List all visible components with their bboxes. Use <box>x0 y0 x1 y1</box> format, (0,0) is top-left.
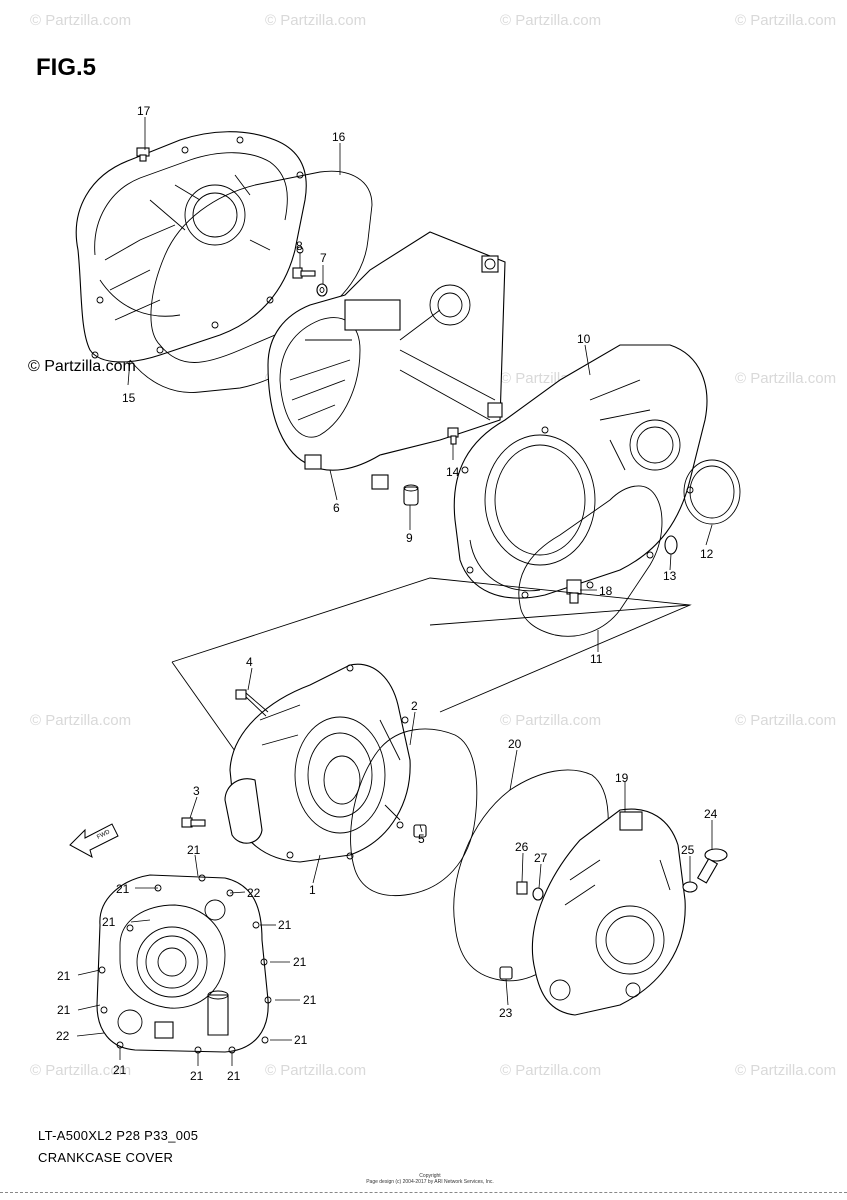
generator-cover-gasket[interactable] <box>453 769 609 982</box>
plug[interactable] <box>566 579 582 604</box>
watermark: © Partzilla.com <box>500 712 602 729</box>
watermark: © Partzilla.com <box>500 12 602 29</box>
watermark: © Partzilla.com <box>500 1062 602 1079</box>
left-crankcase-cover[interactable] <box>224 663 411 863</box>
watermark: © Partzilla.com <box>735 370 837 387</box>
divider <box>0 1192 847 1193</box>
callout-18: 18 <box>599 584 613 598</box>
callout-21: 21 <box>116 882 130 896</box>
callout-22: 22 <box>56 1029 70 1043</box>
washer[interactable] <box>316 283 328 297</box>
model-code: LT-A500XL2 P28 P33_005 <box>38 1128 199 1143</box>
callout-21: 21 <box>57 1003 71 1017</box>
copyright-line: Page design (c) 2004-2017 by ARI Network… <box>366 1179 494 1185</box>
callout-9: 9 <box>406 531 413 545</box>
callout-12: 12 <box>700 547 714 561</box>
dowel-pin[interactable] <box>403 484 419 506</box>
callout-21: 21 <box>227 1069 241 1083</box>
watermark-side: © Partzilla.com <box>28 358 136 375</box>
callout-labels: 17 16 15 8 7 6 9 10 14 12 13 18 11 4 2 3… <box>56 104 718 1083</box>
callout-27: 27 <box>534 851 548 865</box>
watermark: © Partzilla.com <box>30 1062 132 1079</box>
callout-13: 13 <box>663 569 677 583</box>
callout-24: 24 <box>704 807 718 821</box>
callout-21: 21 <box>57 969 71 983</box>
oil-filler-plug[interactable] <box>696 848 728 884</box>
callout-16: 16 <box>332 130 346 144</box>
callout-8: 8 <box>296 239 303 253</box>
callout-7: 7 <box>320 251 327 265</box>
bolt[interactable] <box>447 427 459 445</box>
callout-21: 21 <box>190 1069 204 1083</box>
figure-caption: CRANKCASE COVER <box>38 1150 174 1165</box>
bolt[interactable] <box>136 147 150 162</box>
clutch-inner-housing[interactable] <box>267 231 506 490</box>
left-cover-gasket[interactable] <box>350 728 478 897</box>
watermark: © Partzilla.com <box>735 712 837 729</box>
bolt[interactable] <box>292 267 316 279</box>
o-ring[interactable] <box>682 881 698 893</box>
clutch-outer-cover[interactable] <box>75 131 307 363</box>
callout-21: 21 <box>187 843 201 857</box>
copyright-notice: Copyright Page design (c) 2004-2017 by A… <box>360 1173 500 1185</box>
callout-17: 17 <box>137 104 151 118</box>
callout-11: 11 <box>590 652 603 666</box>
callout-21: 21 <box>293 955 307 969</box>
crankcase-cover-gasket[interactable] <box>518 485 663 637</box>
fwd-label: FWD <box>96 829 111 841</box>
figure-title: FIG.5 <box>36 54 97 81</box>
leader-lines <box>76 117 713 1066</box>
right-crankcase-cover[interactable] <box>453 344 708 599</box>
washer[interactable] <box>532 887 544 901</box>
callout-21: 21 <box>294 1033 308 1047</box>
callout-21: 21 <box>303 993 317 1007</box>
bolt[interactable] <box>516 881 528 895</box>
copyright-line: Copyright <box>419 1173 441 1179</box>
watermark: © Partzilla.com <box>30 712 132 729</box>
oil-cover-gasket[interactable] <box>683 459 741 525</box>
generator-cover[interactable] <box>531 808 686 1016</box>
callout-21: 21 <box>278 918 292 932</box>
callout-5: 5 <box>418 832 425 846</box>
callout-15: 15 <box>122 391 136 405</box>
watermark: © Partzilla.com <box>735 1062 837 1079</box>
callout-10: 10 <box>577 332 591 346</box>
callout-26: 26 <box>515 840 529 854</box>
callout-1: 1 <box>309 883 316 897</box>
callout-22: 22 <box>247 886 261 900</box>
callout-21: 21 <box>113 1063 127 1077</box>
o-ring[interactable] <box>664 535 678 555</box>
watermark: © Partzilla.com <box>265 12 367 29</box>
generator-cover-front-view[interactable] <box>96 874 272 1054</box>
callout-23: 23 <box>499 1006 513 1020</box>
forward-arrow-icon: FWD <box>69 823 119 859</box>
callout-14: 14 <box>446 465 460 479</box>
watermark: © Partzilla.com <box>265 1062 367 1079</box>
watermark: © Partzilla.com <box>30 12 132 29</box>
bolt[interactable] <box>235 689 269 717</box>
callout-3: 3 <box>193 784 200 798</box>
callout-19: 19 <box>615 771 629 785</box>
callout-25: 25 <box>681 843 695 857</box>
bolt[interactable] <box>181 817 206 828</box>
callout-2: 2 <box>411 699 418 713</box>
callout-4: 4 <box>246 655 253 669</box>
callout-6: 6 <box>333 501 340 515</box>
dowel-pin[interactable] <box>499 966 513 980</box>
callout-20: 20 <box>508 737 522 751</box>
callout-21: 21 <box>102 915 116 929</box>
watermark: © Partzilla.com <box>735 12 837 29</box>
